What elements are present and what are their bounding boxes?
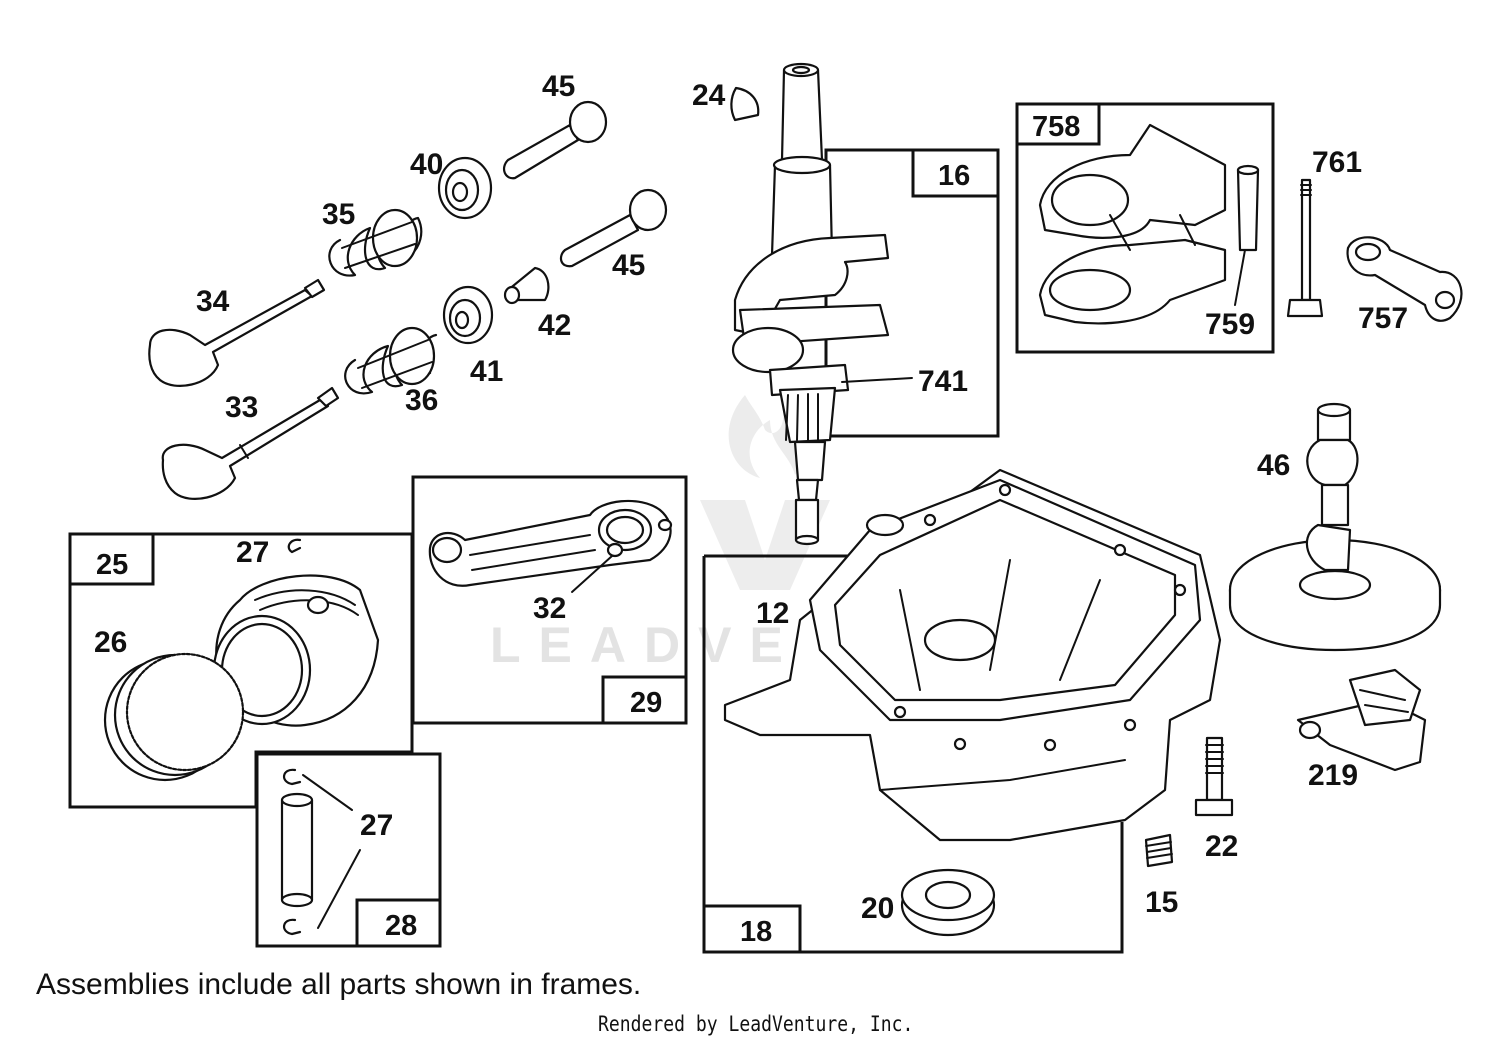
frame-16-label: 16 <box>938 160 970 192</box>
piston-pin[interactable] <box>280 792 314 908</box>
callout-35: 35 <box>322 198 355 231</box>
callout-27-lower: 27 <box>360 809 393 842</box>
piston-rings-26[interactable] <box>103 652 245 782</box>
valve-33[interactable] <box>161 386 340 500</box>
crankshaft-741[interactable] <box>731 62 890 546</box>
leader-759 <box>1234 249 1246 306</box>
callout-45-upper: 45 <box>542 70 575 103</box>
callout-22: 22 <box>1205 830 1238 863</box>
sump-housing[interactable] <box>723 468 1222 842</box>
spring-36[interactable] <box>344 326 438 395</box>
callout-759: 759 <box>1205 308 1255 341</box>
valve-34[interactable] <box>148 278 326 387</box>
render-credit: Rendered by LeadVenture, Inc. <box>598 1012 914 1036</box>
frame-18-label-box <box>702 904 802 954</box>
frame-18 <box>702 554 1124 954</box>
bolt-22[interactable] <box>1194 736 1234 817</box>
retainer-40[interactable] <box>437 156 493 220</box>
callout-41: 41 <box>470 355 503 388</box>
brace-758[interactable] <box>1038 123 1227 325</box>
governor-219[interactable] <box>1296 668 1427 772</box>
frame-28-label-box <box>355 898 442 948</box>
key-24[interactable] <box>730 86 760 122</box>
frame-29-label-box <box>601 675 688 725</box>
leader-27-lower <box>302 774 361 929</box>
callout-42: 42 <box>538 309 571 342</box>
camshaft-46[interactable] <box>1228 402 1442 652</box>
frame-16-label-box <box>911 148 1000 198</box>
callout-741: 741 <box>918 365 968 398</box>
oil-seal-20[interactable] <box>900 868 996 937</box>
callout-219: 219 <box>1308 759 1358 792</box>
callout-33: 33 <box>225 391 258 424</box>
retaining-ring-27-lower[interactable] <box>283 768 302 936</box>
callout-757: 757 <box>1358 302 1408 335</box>
callout-24: 24 <box>692 79 726 112</box>
frame-758 <box>1015 102 1275 354</box>
frame-758-label: 758 <box>1032 111 1080 143</box>
frame-758-label-box <box>1015 102 1101 146</box>
callout-34: 34 <box>196 285 230 318</box>
bolt-761[interactable] <box>1286 178 1324 318</box>
callout-12: 12 <box>756 597 789 630</box>
frame-28-label: 28 <box>385 910 417 942</box>
callout-40: 40 <box>410 148 443 181</box>
leader-741 <box>841 377 913 383</box>
callout-46: 46 <box>1257 449 1290 482</box>
callout-32: 32 <box>533 592 566 625</box>
callout-761: 761 <box>1312 146 1362 179</box>
frame-25-label: 25 <box>96 549 128 581</box>
guide-45-upper[interactable] <box>502 100 608 180</box>
retaining-ring-27-upper[interactable] <box>287 538 302 554</box>
plug-15[interactable] <box>1144 833 1174 868</box>
connecting-rod-32[interactable] <box>428 499 673 587</box>
assembly-footnote: Assemblies include all parts shown in fr… <box>36 968 642 1001</box>
frame-29 <box>411 475 688 725</box>
callout-45-lower: 45 <box>612 249 645 282</box>
retainer-41[interactable] <box>442 285 494 345</box>
callout-15: 15 <box>1145 886 1178 919</box>
callout-27-upper: 27 <box>236 536 269 569</box>
link-757[interactable] <box>1346 236 1463 322</box>
callout-26: 26 <box>94 626 127 659</box>
callout-36: 36 <box>405 384 438 417</box>
leader-32 <box>571 555 613 593</box>
frame-25-label-box <box>68 532 155 586</box>
frame-28 <box>255 752 442 948</box>
collet-42[interactable] <box>503 266 550 305</box>
frame-29-label: 29 <box>630 687 662 719</box>
piston[interactable] <box>212 574 380 727</box>
spring-35[interactable] <box>328 208 423 277</box>
frame-18-label: 18 <box>740 916 772 948</box>
callout-20: 20 <box>861 892 894 925</box>
pin-759[interactable] <box>1236 164 1260 252</box>
guide-45-lower[interactable] <box>559 188 668 268</box>
